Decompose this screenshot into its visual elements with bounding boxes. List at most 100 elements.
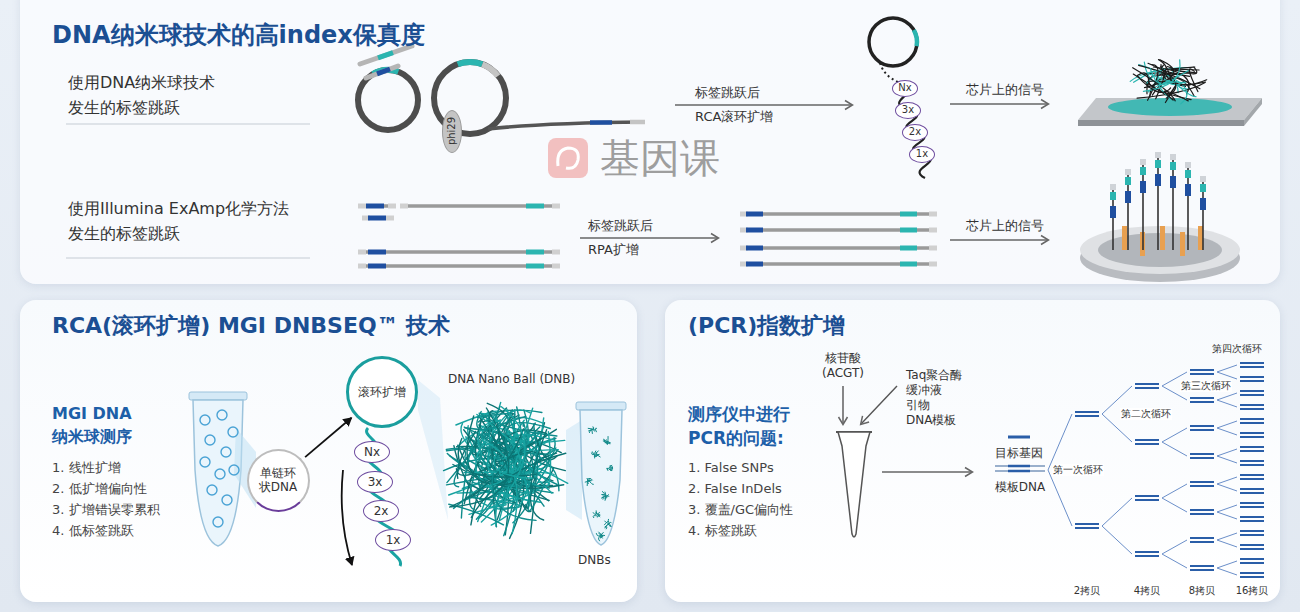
watermark: 基因课 (600, 132, 720, 184)
flow-cell-cluster (1170, 154, 1176, 160)
dna-copy (1240, 394, 1264, 396)
dna-copy (1135, 495, 1159, 497)
pcr-branch (1217, 449, 1237, 456)
ssdna-circle (222, 495, 232, 505)
dna-copy (1075, 523, 1099, 525)
pcr-branch (1162, 498, 1187, 512)
dna-read (400, 204, 560, 208)
pcr-branch (1162, 540, 1187, 554)
dna-nanoball (494, 455, 532, 479)
adapter (929, 212, 937, 217)
row-label: 使用Illumina ExAmp化学方法 发生的标签跳跃 (68, 196, 292, 246)
copy-oval: Nx (892, 80, 918, 97)
copy-oval: 2x (363, 500, 399, 522)
dna-copy (1190, 453, 1214, 455)
dna-copy (1240, 534, 1264, 536)
dnb-dot (595, 455, 601, 458)
rca-product-on-chip (1137, 73, 1149, 85)
dna-copy (1240, 422, 1264, 424)
pcr-branch (1217, 540, 1237, 547)
pcr-branch (1102, 526, 1132, 554)
dna-copy (1190, 373, 1214, 375)
index-barcode (368, 264, 386, 269)
pcr-branch (1217, 372, 1237, 379)
flow-cell-cluster (1160, 226, 1165, 250)
index-barcode (746, 228, 763, 233)
flow-cell-cluster (1140, 167, 1146, 175)
flow-cell-cluster (1140, 181, 1146, 193)
dna-copy (1190, 509, 1214, 511)
pcr-setup (882, 471, 972, 472)
watermark-logo (558, 148, 579, 168)
dna-copy (1240, 544, 1264, 546)
adapter (552, 264, 560, 269)
rca-product-on-chip (1158, 82, 1176, 86)
sample-tube (418, 380, 448, 520)
dnb-dot (592, 451, 601, 458)
pcr-branch (1217, 400, 1237, 407)
flow-cell-cluster (1110, 152, 1206, 256)
flow-cell-cluster (1157, 158, 1159, 250)
list-item: 3. 覆盖/GC偏向性 (688, 502, 793, 519)
flow-cell-cluster (1200, 198, 1206, 210)
circular-dna-illustration (630, 120, 645, 125)
row-label: 使用DNA纳米球技术 发生的标签跳跃 (68, 70, 218, 120)
flow-arrow (580, 237, 718, 238)
dna-copy (1190, 569, 1214, 571)
dna-copy (1075, 411, 1099, 413)
flow-cell-cluster (1200, 176, 1206, 182)
adapter (358, 204, 366, 209)
row-divider (66, 258, 310, 259)
ssdna-circle (229, 465, 239, 475)
sequencing-chip (1078, 120, 1244, 126)
rca-coil (869, 18, 917, 66)
pcr-branch (1217, 365, 1237, 372)
pcr-branch (1162, 554, 1187, 568)
pcr-branch (1162, 484, 1187, 498)
copy-oval: 2x (902, 124, 928, 141)
index-barcode (526, 250, 544, 255)
rca-product-on-chip (1159, 60, 1172, 81)
dnb-dot (595, 428, 596, 432)
copy-count: 2拷贝 (1074, 585, 1100, 597)
dna-copy (1240, 446, 1264, 448)
flow-cell-cluster (1110, 192, 1116, 200)
figure-label: 目标基因 (995, 446, 1043, 462)
arrow-label: 芯片上的信号 (966, 82, 1044, 99)
flow-cell-cluster (1185, 162, 1191, 168)
cycle-label: 第二次循环 (1120, 408, 1172, 420)
adapter (552, 250, 560, 255)
cycle-label: 第四次循环 (1212, 343, 1262, 355)
dna-copy (1240, 492, 1264, 494)
dna-copy (1135, 443, 1159, 445)
ssdna-circle (221, 447, 231, 457)
index-barcode (526, 204, 544, 209)
ssdna-circle (200, 410, 239, 527)
copy-oval: 3x (357, 471, 393, 493)
dna-copy (1190, 429, 1214, 431)
dna-copy (1240, 404, 1264, 406)
dna-copy (1240, 380, 1264, 382)
adapter (929, 246, 937, 251)
flow-cell-cluster (1155, 160, 1161, 168)
flow-cell-cluster (1127, 175, 1129, 250)
dna-copy (1240, 502, 1264, 504)
dna-nanoball (492, 473, 536, 520)
adapter (929, 228, 937, 233)
dna-read (358, 250, 560, 254)
dna-nanoball (528, 480, 547, 511)
flow-cell-cluster (1122, 226, 1127, 250)
list-item: 3. 扩增错误零累积 (52, 502, 160, 519)
copy-count: 16拷贝 (1236, 585, 1269, 597)
dna-read (358, 206, 937, 266)
adapter (400, 204, 408, 209)
copy-oval: Nx (354, 441, 390, 463)
pcr-setup (842, 386, 843, 424)
dna-circle: 单链环 状DNA (247, 449, 310, 512)
dnb-dot (603, 440, 607, 441)
dna-copy (1240, 474, 1264, 476)
index-barcode (900, 246, 917, 251)
flow-cell-cluster (1202, 182, 1204, 250)
sample-tube (576, 402, 626, 410)
flow-cell-cluster (1110, 184, 1116, 190)
